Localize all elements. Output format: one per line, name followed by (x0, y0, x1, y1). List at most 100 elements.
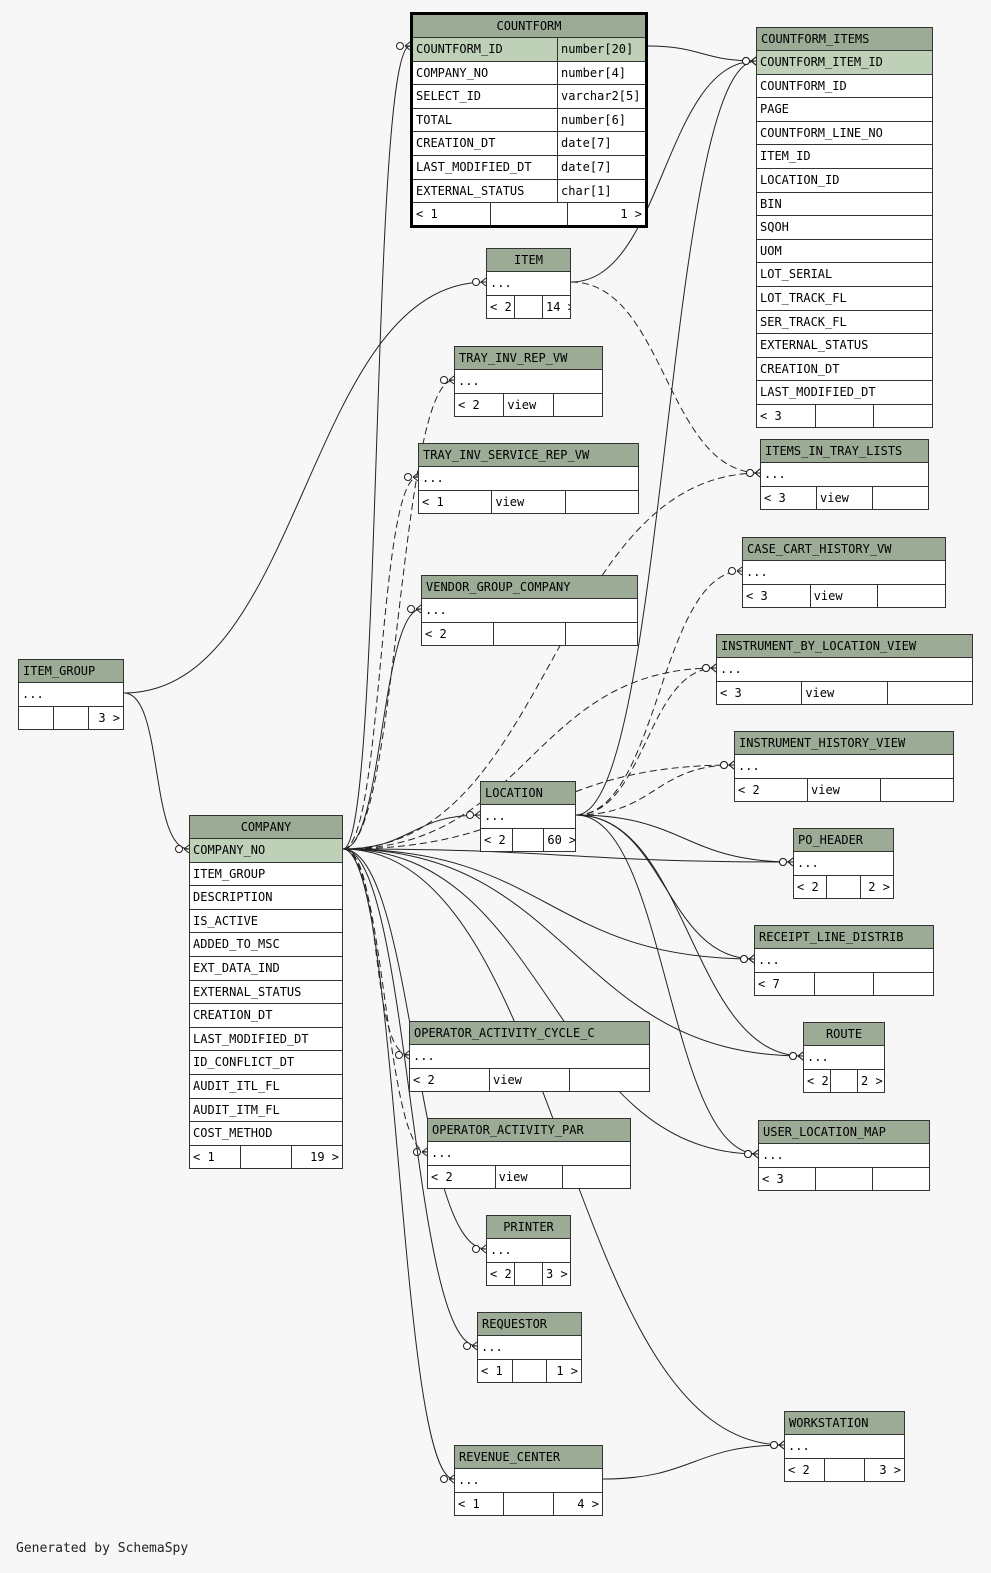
child-count[interactable] (877, 584, 945, 607)
table-column[interactable]: ... (785, 1435, 904, 1459)
child-count[interactable] (872, 1167, 929, 1190)
table-column[interactable]: ... (743, 561, 945, 585)
parent-count[interactable]: < 1 (193, 1149, 215, 1164)
table-column[interactable]: LOT_TRACK_FL (757, 287, 932, 311)
child-count[interactable] (880, 778, 953, 801)
table-title[interactable]: PO_HEADER (794, 829, 893, 852)
table-column[interactable]: COUNTFORM_ID (757, 75, 932, 99)
parent-count[interactable]: < 2 (431, 1169, 453, 1184)
table-column[interactable]: ... (804, 1046, 884, 1070)
table-column[interactable]: ITEM_GROUP (190, 863, 342, 887)
child-count[interactable]: 2 > (857, 1069, 884, 1092)
child-count[interactable]: 14 > (542, 295, 570, 318)
table-title[interactable]: COUNTFORM (413, 15, 645, 38)
table-title[interactable]: COMPANY (190, 816, 342, 839)
table-column[interactable]: ... (455, 370, 602, 394)
table-title[interactable]: REVENUE_CENTER (455, 1446, 602, 1469)
table-column[interactable]: ... (761, 463, 928, 487)
table-workstation[interactable]: WORKSTATION... < 2 3 > (784, 1411, 905, 1482)
table-column[interactable]: ... (410, 1045, 649, 1069)
table-column[interactable]: EXTERNAL_STATUS (190, 981, 342, 1005)
table-column[interactable]: COUNTFORM_LINE_NO (757, 122, 932, 146)
table-column[interactable]: ADDED_TO_MSC (190, 933, 342, 957)
table-column[interactable]: COST_METHOD (190, 1122, 342, 1146)
parent-count[interactable]: < 2 (738, 782, 760, 797)
table-title[interactable]: CASE_CART_HISTORY_VW (743, 538, 945, 561)
table-column[interactable]: ... (481, 805, 575, 829)
table-column[interactable]: ... (422, 599, 637, 623)
table-column[interactable]: ... (755, 949, 933, 973)
table-column[interactable]: CREATION_DT (190, 1004, 342, 1028)
table-column[interactable]: ... (487, 1239, 570, 1263)
table-title[interactable]: LOCATION (481, 782, 575, 805)
table-column[interactable]: ID_CONFLICT_DT (190, 1051, 342, 1075)
table-column[interactable]: PAGE (757, 98, 932, 122)
child-count[interactable] (569, 1068, 649, 1091)
table-title[interactable]: ITEM_GROUP (19, 660, 123, 683)
table-column[interactable]: CREATION_DT (757, 358, 932, 382)
table-title[interactable]: USER_LOCATION_MAP (759, 1121, 929, 1144)
table-title[interactable]: COUNTFORM_ITEMS (757, 28, 932, 51)
table-title[interactable]: ROUTE (804, 1023, 884, 1046)
table-column[interactable]: ... (419, 467, 638, 491)
parent-count[interactable]: < 2 (413, 1072, 435, 1087)
table-column[interactable]: BIN (757, 193, 932, 217)
table-title[interactable]: INSTRUMENT_HISTORY_VIEW (735, 732, 953, 755)
parent-count[interactable]: < 2 (788, 1462, 810, 1477)
table-vendor-group-company[interactable]: VENDOR_GROUP_COMPANY...< 2 (421, 575, 638, 646)
parent-count[interactable]: < 3 (764, 490, 786, 505)
primary-key-column[interactable]: COMPANY_NO (190, 839, 342, 863)
table-column[interactable]: ... (19, 683, 123, 707)
table-column[interactable]: ... (455, 1469, 602, 1493)
parent-count[interactable]: < 2 (807, 1073, 829, 1088)
child-count[interactable]: 19 > (291, 1145, 342, 1168)
table-user-location-map[interactable]: USER_LOCATION_MAP...< 3 (758, 1120, 930, 1191)
parent-count[interactable]: < 2 (484, 832, 506, 847)
table-column[interactable]: ... (478, 1336, 581, 1360)
parent-count[interactable]: < 1 (481, 1363, 503, 1378)
parent-count[interactable]: < 1 (458, 1496, 480, 1511)
table-column[interactable]: AUDIT_ITM_FL (190, 1099, 342, 1123)
parent-count[interactable]: < 7 (758, 976, 780, 991)
child-count[interactable] (873, 404, 932, 427)
parent-count[interactable]: < 3 (760, 408, 782, 423)
table-title[interactable]: TRAY_INV_REP_VW (455, 347, 602, 370)
parent-count[interactable]: < 2 (490, 299, 512, 314)
table-title[interactable]: WORKSTATION (785, 1412, 904, 1435)
child-count[interactable]: 2 > (859, 875, 893, 898)
table-column[interactable]: LAST_MODIFIED_DT (757, 381, 932, 405)
parent-count[interactable]: < 1 (422, 494, 444, 509)
table-column[interactable]: ... (487, 272, 570, 296)
table-column[interactable]: EXT_DATA_IND (190, 957, 342, 981)
table-location[interactable]: LOCATION... < 2 60 > (480, 781, 576, 852)
table-title[interactable]: REQUESTOR (478, 1313, 581, 1336)
table-title[interactable]: PRINTER (487, 1216, 570, 1239)
child-count[interactable]: 3 > (88, 706, 123, 729)
table-title[interactable]: RECEIPT_LINE_DISTRIB (755, 926, 933, 949)
table-column[interactable]: LOT_SERIAL (757, 263, 932, 287)
child-count[interactable] (886, 681, 972, 704)
child-count[interactable]: 3 > (542, 1262, 570, 1285)
child-count[interactable]: 4 > (552, 1492, 602, 1515)
table-item[interactable]: ITEM...< 214 > (486, 248, 571, 319)
table-title[interactable]: ITEMS_IN_TRAY_LISTS (761, 440, 928, 463)
table-title[interactable]: OPERATOR_ACTIVITY_PAR (428, 1119, 630, 1142)
parent-count[interactable]: < 2 (425, 626, 447, 641)
table-column[interactable]: SQOH (757, 216, 932, 240)
parent-count[interactable] (19, 707, 53, 729)
child-count[interactable]: 3 > (864, 1458, 904, 1481)
child-count[interactable]: 60 > (543, 828, 575, 851)
child-count[interactable] (564, 490, 638, 513)
